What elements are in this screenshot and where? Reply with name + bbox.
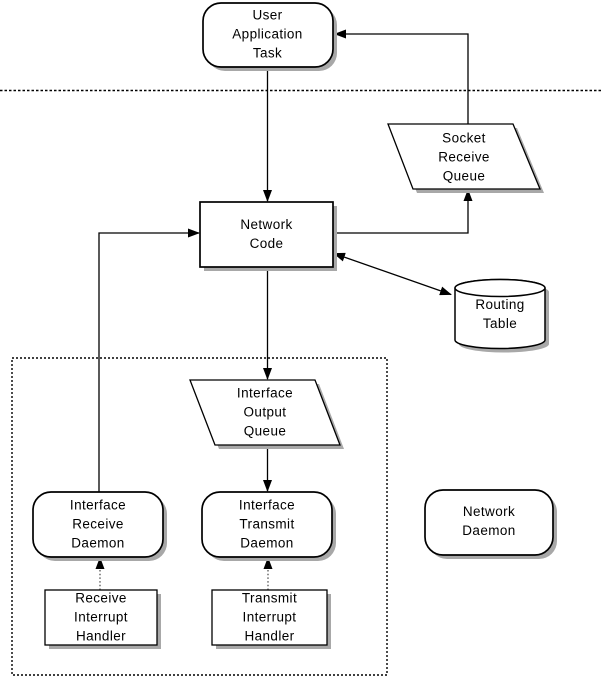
interface-transmit-daemon-shape [201, 491, 336, 561]
network-code-shape [199, 201, 337, 271]
interface-receive-daemon-shape [32, 491, 167, 561]
user-application-task-shape [202, 2, 337, 71]
arrow-receive-daemon-to-network-code [98, 228, 200, 492]
double-arrow-network-code-routing-table [333, 252, 452, 296]
routing-table-shape [454, 278, 549, 353]
arrow-network-code-to-socket-queue [333, 189, 473, 234]
interface-output-queue-shape [189, 379, 344, 449]
network-daemon-shape [424, 489, 557, 559]
arrow-socket-queue-to-app [334, 29, 469, 124]
receive-interrupt-handler-shape [44, 589, 161, 649]
kernel-interface-dotted-region [11, 357, 388, 676]
transmit-interrupt-handler-shape [211, 589, 331, 649]
socket-receive-queue-shape [387, 123, 544, 193]
